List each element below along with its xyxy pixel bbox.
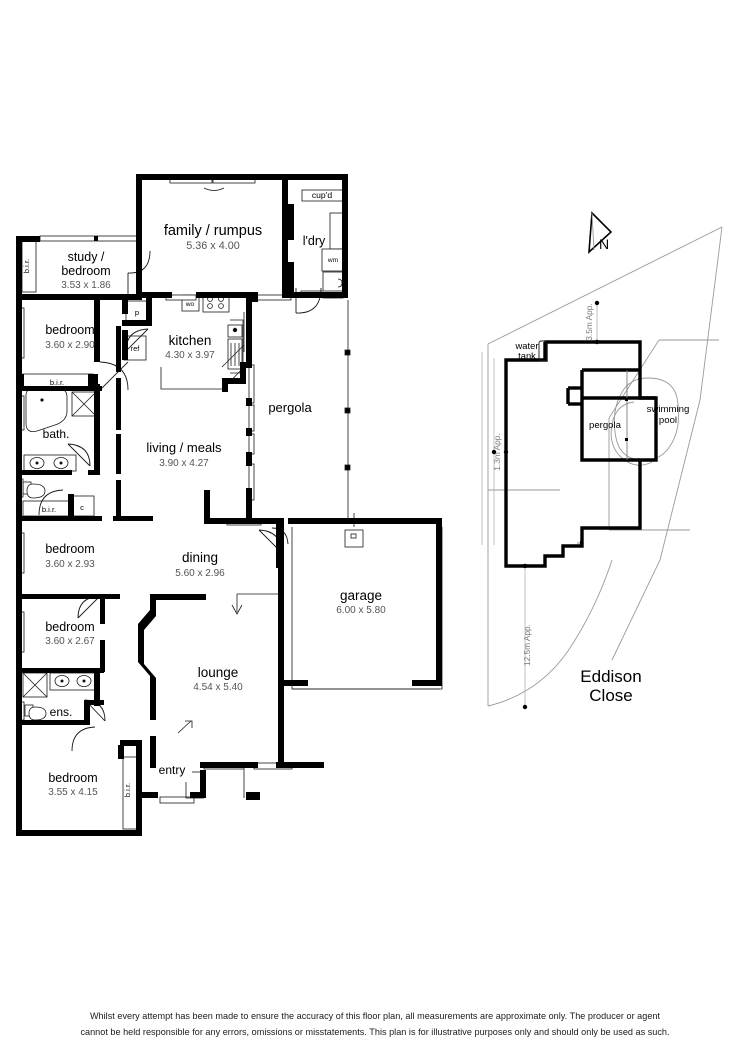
water-tank-label-1: water [515, 340, 539, 351]
washing-machine-label: wm [327, 257, 339, 264]
room-label-bath: bath. [43, 427, 70, 441]
disclaimer-line-2: cannot be held responsible for any error… [80, 1027, 670, 1037]
room-label-laundry: l'dry [303, 234, 326, 248]
room-label-ensuite: ens. [50, 705, 73, 719]
room-dim-family-rumpus: 5.36 x 4.00 [186, 240, 239, 252]
water-tank-shape [538, 340, 548, 362]
room-label-bedroom-4: bedroom [48, 771, 97, 785]
site-building-outline [504, 340, 658, 568]
site-pergola-edge [577, 370, 628, 545]
bir-label-study: b.i.r. [22, 259, 31, 273]
disclaimer-line-1: Whilst every attempt has been made to en… [89, 1011, 661, 1021]
room-label-bedroom-2: bedroom [45, 542, 94, 556]
site-pergola-label: pergola [589, 420, 622, 431]
room-dim-bedroom-4: 3.55 x 4.15 [48, 787, 98, 798]
room-label-study-bedroom-2: bedroom [61, 264, 110, 278]
north-arrow-icon: N [588, 211, 613, 254]
room-dim-kitchen: 4.30 x 3.97 [165, 350, 215, 361]
swimming-pool-label-1: swimming [647, 404, 690, 415]
dim-front-setback: 12.5m App. [522, 624, 532, 666]
site-labels: water tank pergola swimming pool Eddison… [515, 340, 690, 705]
bir-label-hall: b.i.r. [42, 505, 56, 514]
room-dim-bedroom-3: 3.60 x 2.67 [45, 636, 95, 647]
disclaimer: Whilst every attempt has been made to en… [0, 1008, 750, 1040]
room-label-garage: garage [340, 588, 382, 603]
water-tank-label-2: tank [518, 350, 536, 361]
wall-oven-label: wo [185, 301, 195, 308]
room-dim-bedroom-1: 3.60 x 2.90 [45, 340, 95, 351]
room-dim-lounge: 4.54 x 5.40 [193, 682, 243, 693]
bir-label-bedroom-4: b.i.r. [123, 783, 132, 797]
room-dim-dining: 5.60 x 2.96 [175, 568, 225, 579]
cupboard-label: cup'd [312, 190, 332, 200]
street-name-line-2: Close [589, 686, 632, 705]
site-plan: N water tank pergola swimming pool Eddis… [481, 211, 723, 710]
room-label-living-meals: living / meals [146, 440, 222, 455]
dim-north-setback: 3.5m App. [584, 303, 594, 340]
room-labels: family / rumpus 5.36 x 4.00 study / bedr… [43, 223, 387, 798]
bir-label-bedroom-1: b.i.r. [50, 378, 64, 387]
fixture-labels: cup'd wm wo p ref b.i.r. b.i.r. b.i.r. c… [22, 190, 339, 797]
dim-west-setback: 1.3m App. [492, 433, 502, 470]
room-label-bedroom-1: bedroom [45, 323, 94, 337]
floor-plan-drawing: family / rumpus 5.36 x 4.00 study / bedr… [16, 174, 723, 836]
room-label-dining: dining [182, 550, 218, 565]
room-label-pergola-main: pergola [268, 400, 312, 415]
walls [16, 174, 442, 836]
room-label-kitchen: kitchen [169, 333, 212, 348]
room-label-bedroom-3: bedroom [45, 620, 94, 634]
linen-cupboard-label: c [80, 503, 84, 512]
site-dimension-labels: 3.5m App. 1.3m App. 12.5m App. [492, 303, 594, 666]
swimming-pool-label-2: pool [659, 415, 677, 426]
room-label-family-rumpus: family / rumpus [164, 223, 262, 239]
site-boundary [487, 226, 723, 707]
fridge-label: ref [131, 344, 139, 353]
street-name-line-1: Eddison [580, 667, 641, 686]
north-label: N [599, 236, 609, 252]
main-floor-plan: family / rumpus 5.36 x 4.00 study / bedr… [16, 174, 443, 836]
room-dim-bedroom-2: 3.60 x 2.93 [45, 559, 95, 570]
room-label-lounge: lounge [198, 665, 239, 680]
site-dimension-lines [481, 300, 600, 710]
room-dim-garage: 6.00 x 5.80 [336, 605, 386, 616]
room-dim-living-meals: 3.90 x 4.27 [159, 458, 209, 469]
room-dim-study-bedroom: 3.53 x 1.86 [61, 280, 111, 291]
room-label-study-bedroom: study / [68, 250, 105, 264]
pantry-label: p [135, 308, 139, 317]
room-label-entry: entry [159, 763, 186, 777]
